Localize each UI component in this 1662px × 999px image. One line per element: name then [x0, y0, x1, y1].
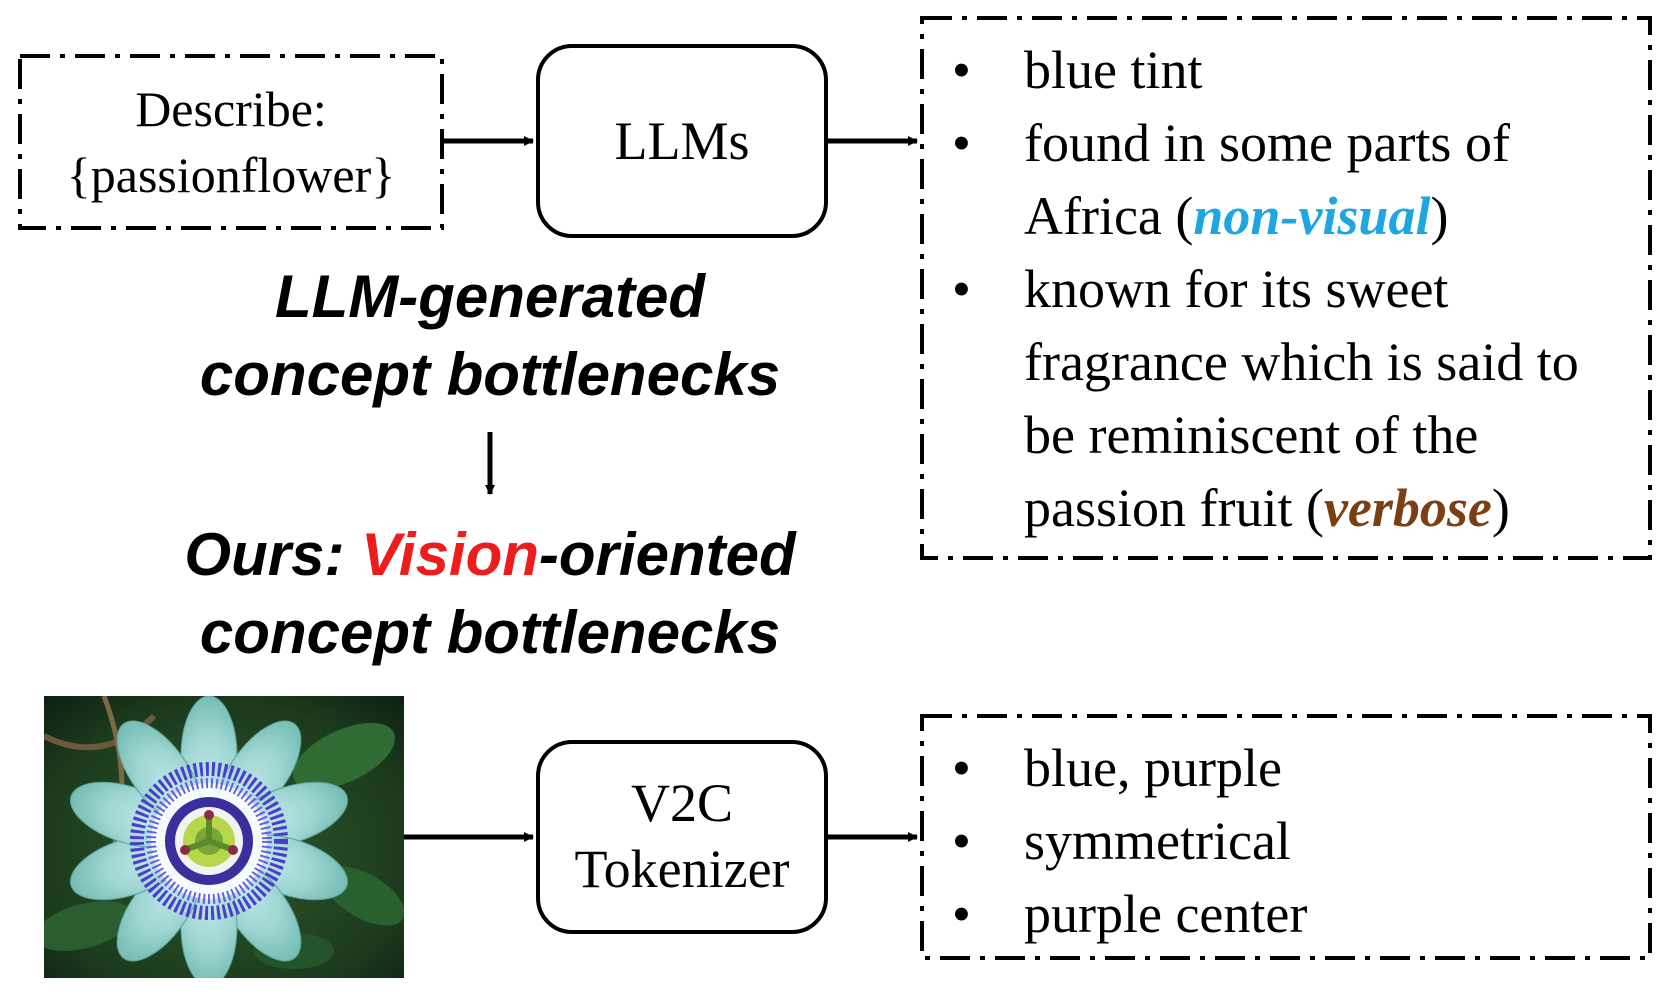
list-item: purple center	[922, 878, 1622, 951]
passionflower-drawing	[44, 696, 404, 978]
v2c-concepts-list: blue, purple symmetrical purple center	[922, 732, 1622, 951]
heading-llm-generated: LLM-generated concept bottlenecks	[160, 258, 820, 414]
verbose-tag: verbose	[1323, 478, 1492, 538]
non-visual-tag: non-visual	[1193, 186, 1431, 246]
heading-bottom-line2: concept bottlenecks	[199, 599, 781, 666]
heading-top-line1: LLM-generated	[274, 263, 706, 330]
list-item: found in some parts of Africa (non-visua…	[922, 107, 1622, 253]
heading-vision-oriented: Ours: Vision-oriented concept bottleneck…	[140, 516, 840, 672]
prompt-line1: Describe:	[135, 81, 327, 137]
v2c-box-label: V2C Tokenizer	[538, 770, 826, 902]
heading-bottom-highlight: Vision	[361, 521, 539, 588]
v2c-line1: V2C	[630, 773, 733, 833]
list-item: blue, purple	[922, 732, 1622, 805]
llm-concepts-list: blue tint found in some parts of Africa …	[922, 34, 1622, 545]
list-item: known for its sweet fragrance which is s…	[922, 253, 1622, 545]
llm-box-label: LLMs	[614, 111, 750, 171]
list-item: blue tint	[922, 34, 1622, 107]
prompt-line2: {passionflower}	[66, 147, 396, 203]
heading-bottom-line1: Ours: Vision-oriented	[140, 516, 840, 594]
passionflower-image	[44, 696, 404, 978]
v2c-line2: Tokenizer	[574, 839, 790, 899]
list-item: symmetrical	[922, 805, 1622, 878]
heading-top-line2: concept bottlenecks	[199, 341, 781, 408]
heading-bottom-prefix: Ours:	[184, 521, 362, 588]
prompt-box: Describe: {passionflower}	[20, 76, 442, 208]
heading-bottom-suffix: -oriented	[538, 521, 796, 588]
